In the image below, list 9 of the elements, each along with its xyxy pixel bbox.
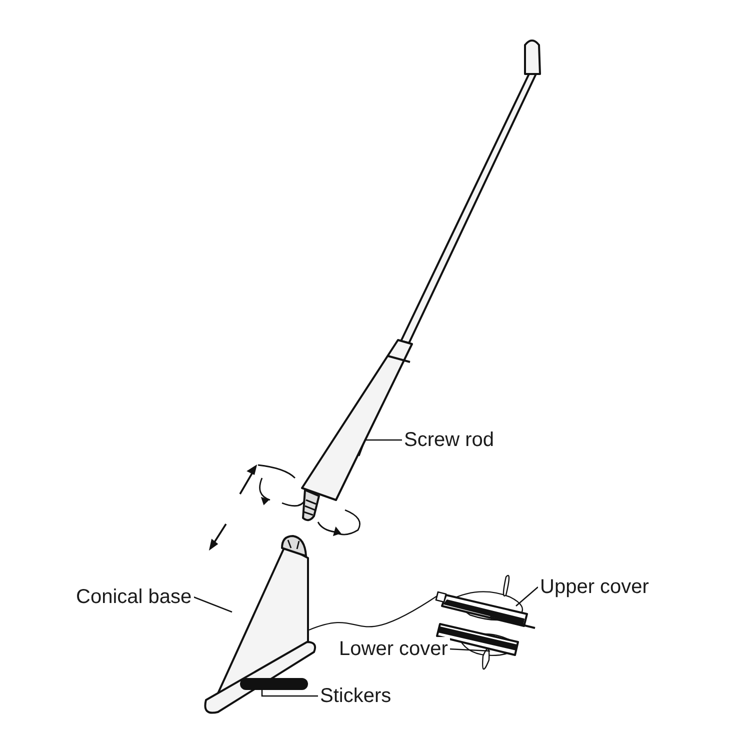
antenna-part-drawing	[204, 535, 316, 714]
leader-line	[261, 689, 318, 697]
leader-line	[516, 586, 538, 606]
cable	[308, 596, 438, 631]
antenna-part-drawing	[240, 678, 308, 690]
leader-line	[358, 439, 402, 456]
antenna-part-drawing	[435, 574, 536, 629]
antenna-part-drawing	[301, 40, 541, 522]
leader-line	[193, 596, 232, 613]
